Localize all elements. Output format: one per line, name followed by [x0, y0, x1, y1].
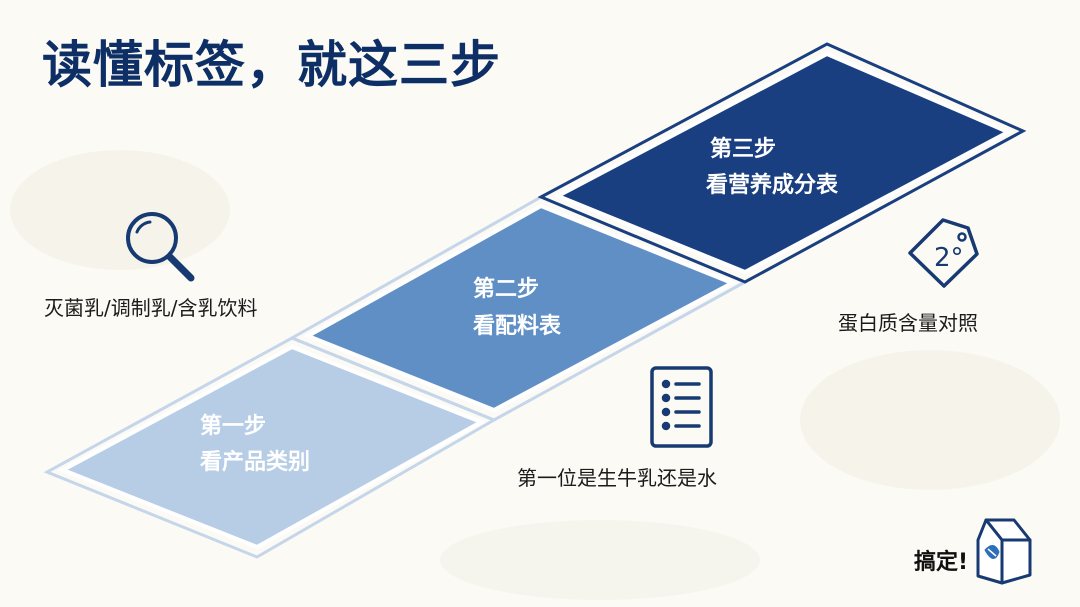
step-1-tile-shape — [58, 344, 486, 550]
step-3-tile-outline — [537, 42, 1027, 284]
step-1-label: 第一步 — [200, 413, 266, 439]
step-1-action: 看产品类别 — [200, 450, 310, 475]
step-2-tile-shape — [303, 203, 737, 413]
step-3-action: 看营养成分表 — [706, 172, 839, 198]
milk-carton-icon — [976, 518, 1032, 585]
step-3-tile: 第三步 看营养成分表 — [537, 42, 1027, 284]
step-2-tile: 第二步 看配料表 — [288, 195, 749, 422]
tag-text: 2° — [934, 243, 964, 273]
price-tag-icon: 2° — [908, 218, 979, 288]
step-3-label: 第三步 — [710, 136, 776, 162]
checklist-icon — [650, 366, 713, 448]
step-2-action: 看配料表 — [473, 314, 562, 339]
step-2-label: 第二步 — [473, 276, 539, 302]
step-3-tip: 蛋白质含量对照 — [838, 311, 978, 335]
magnifier-icon — [126, 212, 195, 282]
done-text: 搞定! — [914, 550, 969, 575]
step-1-tip: 灭菌乳/调制乳/含乳饮料 — [44, 296, 258, 320]
step-3-tile-shape — [553, 51, 1013, 275]
page-title: 读懂标签，就这三步 — [42, 36, 501, 94]
step-2-tip: 第一位是生牛乳还是水 — [517, 466, 717, 490]
background-decor — [10, 150, 1060, 600]
